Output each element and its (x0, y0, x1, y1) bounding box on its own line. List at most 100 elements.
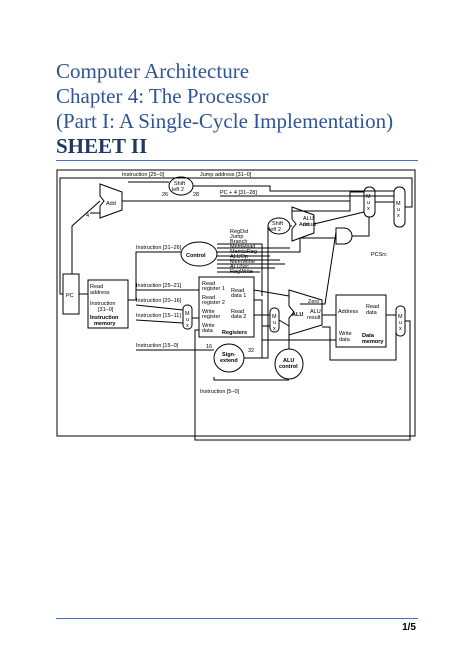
page-number: 1/5 (402, 622, 416, 633)
label-jump-address: Jump address [31–0] (200, 172, 252, 178)
label-16: 16 (206, 344, 212, 350)
label-read-datab: data (366, 310, 378, 316)
label-zero: Zero (308, 299, 319, 305)
label-memwrite: MemWrite (230, 259, 255, 265)
label-write-datab: data (202, 328, 214, 334)
label-shift-top-b: left 2 (172, 187, 184, 193)
sheet-heading: SHEET II (56, 134, 148, 158)
label-jump: Jump (230, 234, 243, 240)
instruction-memory (87, 279, 129, 329)
label-add-branch: Add (299, 222, 309, 228)
label-read-data: Read (366, 304, 379, 310)
label-instr-15-0: Instruction [15–0] (136, 343, 179, 349)
title-line-1: Computer Architecture (56, 59, 250, 83)
register-file (198, 276, 255, 338)
footer-rule (56, 618, 418, 619)
label-read-address-b: address (90, 290, 110, 296)
label-pcsrc: PCSrc (371, 252, 387, 258)
label-instr-memory-b: memory (94, 321, 116, 327)
label-regdst: RegDst (230, 229, 249, 235)
label-26: 26 (162, 192, 168, 198)
label-mux5-x: x (399, 326, 402, 332)
label-28: 28 (193, 192, 199, 198)
label-read-reg2: Read (202, 295, 215, 301)
label-mux2-x: x (397, 213, 400, 219)
label-registers: Registers (222, 330, 247, 336)
label-pc4: PC + 4 [31–28] (220, 190, 257, 196)
label-read-address: Read (90, 284, 103, 290)
title-line-3: (Part I: A Single-Cycle Implementation) (56, 109, 394, 133)
label-mux2-m: M (396, 201, 401, 207)
label-read-data2: Read (231, 309, 244, 315)
label-instr-25-0: Instruction [25–0] (122, 172, 165, 178)
label-instr-31-0: [31–0] (98, 307, 114, 313)
label-mux2-u: u (397, 207, 400, 213)
label-instruction: Instruction (90, 301, 115, 307)
label-alu-control: ALU (283, 358, 294, 364)
and-gate (335, 227, 353, 245)
label-mux4-u: u (273, 320, 276, 326)
label-write-data: Write (202, 323, 215, 329)
label-mux3-u: u (186, 317, 189, 323)
label-32: 32 (248, 348, 254, 354)
label-branch-alu: ALU (303, 216, 314, 222)
label-read-reg2b: register 2 (202, 300, 225, 306)
regdst-mux (182, 304, 193, 330)
label-four: 4 (86, 213, 89, 219)
label-mux3-x: x (186, 323, 189, 329)
label-instr-25-21: Instruction [25–21] (136, 283, 182, 289)
label-aluop: ALUOp (230, 254, 248, 260)
label-read-reg1b: register 1 (202, 286, 225, 292)
label-dm-writeb: data (339, 337, 351, 343)
label-memread: MemRead (230, 244, 255, 250)
label-alu: ALU (292, 312, 303, 318)
label-mux5-m: M (398, 314, 403, 320)
label-dm-write: Write (339, 331, 352, 337)
label-instr-15-11: Instruction [15–11] (136, 313, 181, 319)
control-unit (180, 241, 218, 267)
title-line-2: Chapter 4: The Processor (56, 84, 269, 108)
label-mux1-u: u (367, 200, 370, 206)
label-control: Control (186, 253, 206, 259)
label-alusrc: ALUSrc (230, 264, 249, 270)
label-branch-result: result (303, 222, 317, 228)
label-instr-5-0: Instruction [5–0] (200, 389, 240, 395)
label-alu-control-b: control (279, 364, 298, 370)
label-read-data2b: data 2 (231, 314, 246, 320)
label-data-memory: Data (362, 333, 375, 339)
label-memtoreg: MemtoReg (230, 249, 257, 255)
label-alu-result-b: result (307, 315, 321, 321)
label-sign-extend: Sign- (222, 352, 236, 358)
label-mux3-m: M (185, 311, 190, 317)
label-branch: Branch (230, 239, 247, 245)
label-instr-memory: Instruction (90, 315, 119, 321)
pc-adder (99, 183, 123, 219)
branch-adder (291, 206, 315, 242)
label-mux4-x: x (273, 326, 276, 332)
label-read-reg1: Read (202, 281, 215, 287)
label-instr-31-26: Instruction [31–26] (136, 245, 182, 251)
label-mux4-m: M (272, 314, 277, 320)
data-memory (335, 294, 387, 348)
label-mux1-x: x (367, 206, 370, 212)
label-sign-extend-b: extend (220, 358, 238, 364)
label-pc: PC (66, 293, 74, 299)
label-data-memory-b: memory (362, 339, 384, 345)
label-shift-branch: Shift (272, 221, 283, 227)
label-write-reg: Write (202, 309, 215, 315)
label-shift-branch-b: left 2 (269, 227, 281, 233)
label-shift-top: Shift (174, 181, 185, 187)
label-read-data1b: data 1 (231, 293, 246, 299)
label-address: Address (338, 309, 358, 315)
figure-frame (56, 169, 416, 437)
label-write-regb: register (202, 314, 221, 320)
label-instr-20-16: Instruction [20–16] (136, 298, 182, 304)
heading-rule (56, 160, 418, 161)
label-mux5-u: u (399, 320, 402, 326)
label-regwrite: RegWrite (230, 269, 253, 275)
label-read-data1: Read (231, 288, 244, 294)
label-alu-result: ALU (310, 309, 321, 315)
label-mux1-m: M (366, 194, 371, 200)
